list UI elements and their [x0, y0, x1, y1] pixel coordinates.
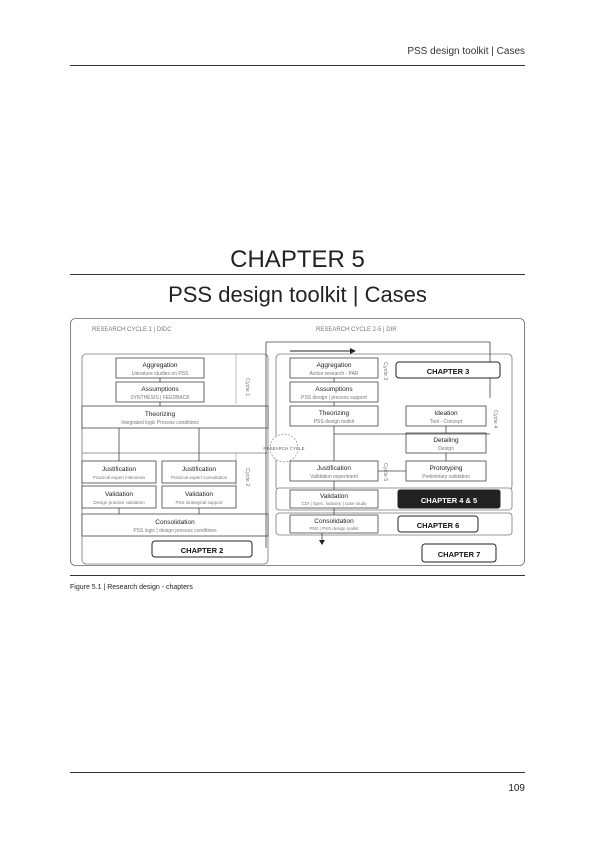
chapter-label-7: CHAPTER 7 — [421, 543, 497, 563]
svg-text:Practical expert interviews: Practical expert interviews — [93, 475, 146, 480]
svg-text:Preliminary validation: Preliminary validation — [422, 474, 470, 480]
running-header: PSS design toolkit | Cases — [407, 46, 525, 57]
svg-text:Justification: Justification — [182, 466, 216, 473]
svg-text:Consolidation: Consolidation — [155, 519, 195, 526]
right-box-validation: Validation CDI | Spec. industry | case s… — [289, 489, 379, 509]
chapter-label-2: CHAPTER 2 — [151, 540, 253, 558]
left-box-justification-2: Justification Practical expert consultat… — [161, 460, 237, 484]
svg-text:Justification: Justification — [317, 465, 351, 472]
chapter-title: PSS design toolkit | Cases — [168, 282, 427, 307]
svg-text:Assumptions: Assumptions — [315, 386, 353, 393]
left-box-validation-2: Validation PSS strategical support — [161, 485, 237, 509]
left-box-aggregation: Aggregation Literature studies on PSS — [115, 357, 205, 379]
svg-text:CHAPTER 2: CHAPTER 2 — [181, 546, 224, 555]
right-cycle-label-4: Cycle 4 — [492, 410, 498, 428]
svg-text:Theorizing: Theorizing — [145, 411, 176, 418]
right-cycle-label-5: Cycle 5 — [382, 463, 388, 481]
svg-text:PhD | PSS design toolkit: PhD | PSS design toolkit — [310, 526, 360, 531]
svg-text:PSS design | process support: PSS design | process support — [301, 395, 367, 401]
svg-text:Action research - PAR: Action research - PAR — [309, 371, 358, 377]
right-box-prototyping: Prototyping Preliminary validation — [405, 460, 487, 482]
svg-text:CDI | Spec. industry | case st: CDI | Spec. industry | case study — [301, 501, 367, 506]
svg-text:Practical expert consultation: Practical expert consultation — [171, 475, 228, 480]
right-box-justification: Justification Validation experiment — [289, 460, 379, 482]
svg-text:PSS design toolkit: PSS design toolkit — [314, 419, 355, 425]
footer-rule — [70, 772, 525, 773]
left-box-validation-1: Validation Design practice validation — [81, 485, 157, 509]
svg-text:Ideation: Ideation — [434, 410, 458, 417]
right-box-theorizing: Theorizing PSS design toolkit — [289, 405, 379, 427]
svg-text:Consolidation: Consolidation — [314, 518, 354, 525]
right-box-detailing: Detailing Design — [405, 432, 487, 454]
svg-text:Validation: Validation — [185, 491, 213, 498]
left-cycle-label-1: Cycle 1 — [244, 378, 250, 396]
svg-text:RESEARCH CYCLE: RESEARCH CYCLE — [263, 446, 304, 451]
svg-text:SYNTHESIS | FEEDBACK: SYNTHESIS | FEEDBACK — [130, 395, 190, 401]
svg-text:Aggregation: Aggregation — [142, 362, 177, 369]
svg-text:Tool - Concept: Tool - Concept — [430, 419, 463, 425]
svg-text:PSS logic | design process con: PSS logic | design process conditions — [133, 528, 217, 534]
svg-text:CHAPTER 4 & 5: CHAPTER 4 & 5 — [421, 496, 477, 505]
header-rule — [70, 65, 525, 66]
right-box-assumptions: Assumptions PSS design | process support — [289, 381, 379, 403]
svg-text:Detailing: Detailing — [433, 437, 459, 444]
right-cycle-label-3: Cycle 3 — [382, 362, 388, 380]
figure-caption: Figure 5.1 | Research design - chapters — [70, 584, 193, 591]
svg-text:Aggregation: Aggregation — [316, 362, 351, 369]
right-box-ideation: Ideation Tool - Concept — [405, 405, 487, 427]
chapter-rule-top — [70, 274, 525, 275]
left-box-consolidation: Consolidation PSS logic | design process… — [81, 513, 269, 537]
left-cycle-title: RESEARCH CYCLE 1 | DIDC — [92, 327, 172, 333]
research-design-figure: RESEARCH CYCLE 1 | DIDC RESEARCH CYCLE 2… — [70, 318, 525, 566]
svg-text:Validation: Validation — [320, 493, 348, 500]
svg-text:CHAPTER 3: CHAPTER 3 — [427, 367, 470, 376]
svg-text:PSS strategical support: PSS strategical support — [175, 500, 223, 505]
right-cycle-title: RESEARCH CYCLE 2-5 | DIR — [316, 327, 397, 333]
chapter-label-3: CHAPTER 3 — [395, 361, 501, 379]
chapter-number: CHAPTER 5 — [230, 246, 365, 273]
research-cycle-circle: RESEARCH CYCLE — [263, 433, 305, 463]
right-box-consolidation: Consolidation PhD | PSS design toolkit — [289, 514, 379, 534]
svg-text:Theorizing: Theorizing — [319, 410, 350, 417]
svg-text:Literature studies on PSS: Literature studies on PSS — [132, 371, 189, 377]
svg-text:Integrated logic Process c: Integrated logic Process conditions — [121, 420, 199, 426]
svg-text:Validation: Validation — [105, 491, 133, 498]
svg-text:Validation experiment: Validation experiment — [310, 474, 358, 480]
left-box-assumptions: Assumptions SYNTHESIS | FEEDBACK — [115, 381, 205, 403]
left-cycle-label-2: Cycle 2 — [244, 468, 250, 486]
page-number: 109 — [508, 783, 525, 794]
left-box-theorizing: Theorizing Integrated logic Process cond… — [81, 405, 269, 429]
svg-text:Justification: Justification — [102, 466, 136, 473]
svg-text:Prototyping: Prototyping — [430, 465, 463, 472]
chapter-label-6: CHAPTER 6 — [397, 515, 479, 533]
svg-text:CHAPTER 6: CHAPTER 6 — [417, 521, 460, 530]
chapter-label-4-5: CHAPTER 4 & 5 — [397, 489, 501, 509]
figure-rule — [70, 575, 525, 576]
left-box-justification-1: Justification Practical expert interview… — [81, 460, 157, 484]
svg-text:Design practice validation: Design practice validation — [93, 500, 145, 505]
svg-text:Assumptions: Assumptions — [141, 386, 179, 393]
right-box-aggregation: Aggregation Action research - PAR — [289, 357, 379, 379]
svg-text:CHAPTER 7: CHAPTER 7 — [438, 550, 481, 559]
svg-text:Design: Design — [438, 446, 454, 452]
